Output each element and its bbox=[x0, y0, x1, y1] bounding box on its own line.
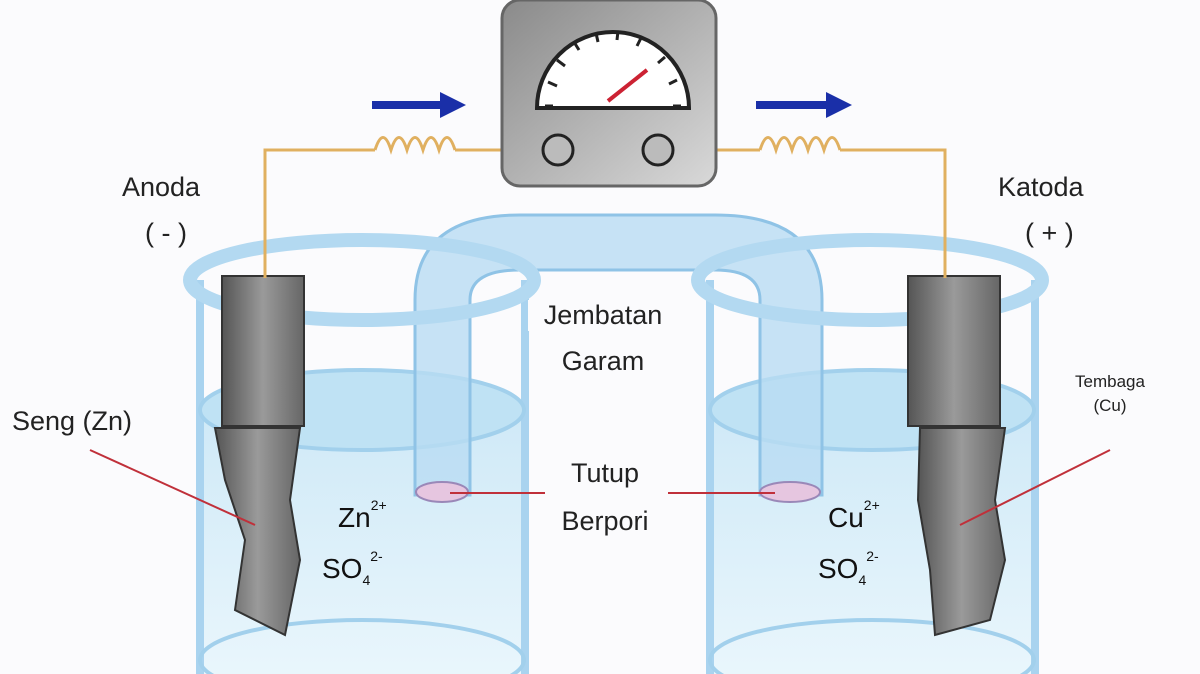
left-beaker-rim bbox=[183, 233, 541, 327]
terminal-right bbox=[641, 133, 675, 167]
porous-cap-label-line1: Tutup bbox=[570, 458, 640, 488]
right-beaker-rim bbox=[691, 233, 1049, 327]
sulfate-ion-left: SO42- bbox=[322, 548, 383, 588]
salt-bridge-label-line2: Garam bbox=[561, 346, 645, 376]
copper-ion: Cu2+ bbox=[828, 497, 880, 533]
copper-label-line1: Tembaga bbox=[1075, 372, 1145, 391]
zinc-electrode bbox=[213, 275, 305, 637]
copper-electrode bbox=[907, 275, 1007, 637]
galvanometer bbox=[500, 0, 718, 188]
anode-sign: ( - ) bbox=[145, 218, 187, 248]
electron-flow-arrow-right bbox=[756, 92, 852, 118]
leader-lines bbox=[89, 449, 1111, 526]
cathode-label: Katoda bbox=[998, 172, 1084, 202]
salt-bridge-label-line1: Jembatan bbox=[528, 300, 678, 332]
wire bbox=[263, 136, 947, 278]
sulfate-ion-right: SO42- bbox=[818, 548, 879, 588]
coil-left bbox=[373, 136, 457, 155]
electron-flow-arrow-left bbox=[372, 92, 466, 118]
zinc-label: Seng (Zn) bbox=[12, 406, 133, 436]
zinc-ion: Zn2+ bbox=[338, 497, 387, 533]
anode-label: Anoda bbox=[122, 172, 201, 202]
coil-right bbox=[758, 136, 842, 155]
cathode-sign: ( + ) bbox=[1025, 218, 1074, 248]
terminal-left bbox=[541, 133, 575, 167]
copper-label-line2: (Cu) bbox=[1093, 396, 1127, 415]
meter-needle bbox=[606, 68, 649, 103]
porous-cap-label-line2: Berpori bbox=[561, 506, 649, 536]
